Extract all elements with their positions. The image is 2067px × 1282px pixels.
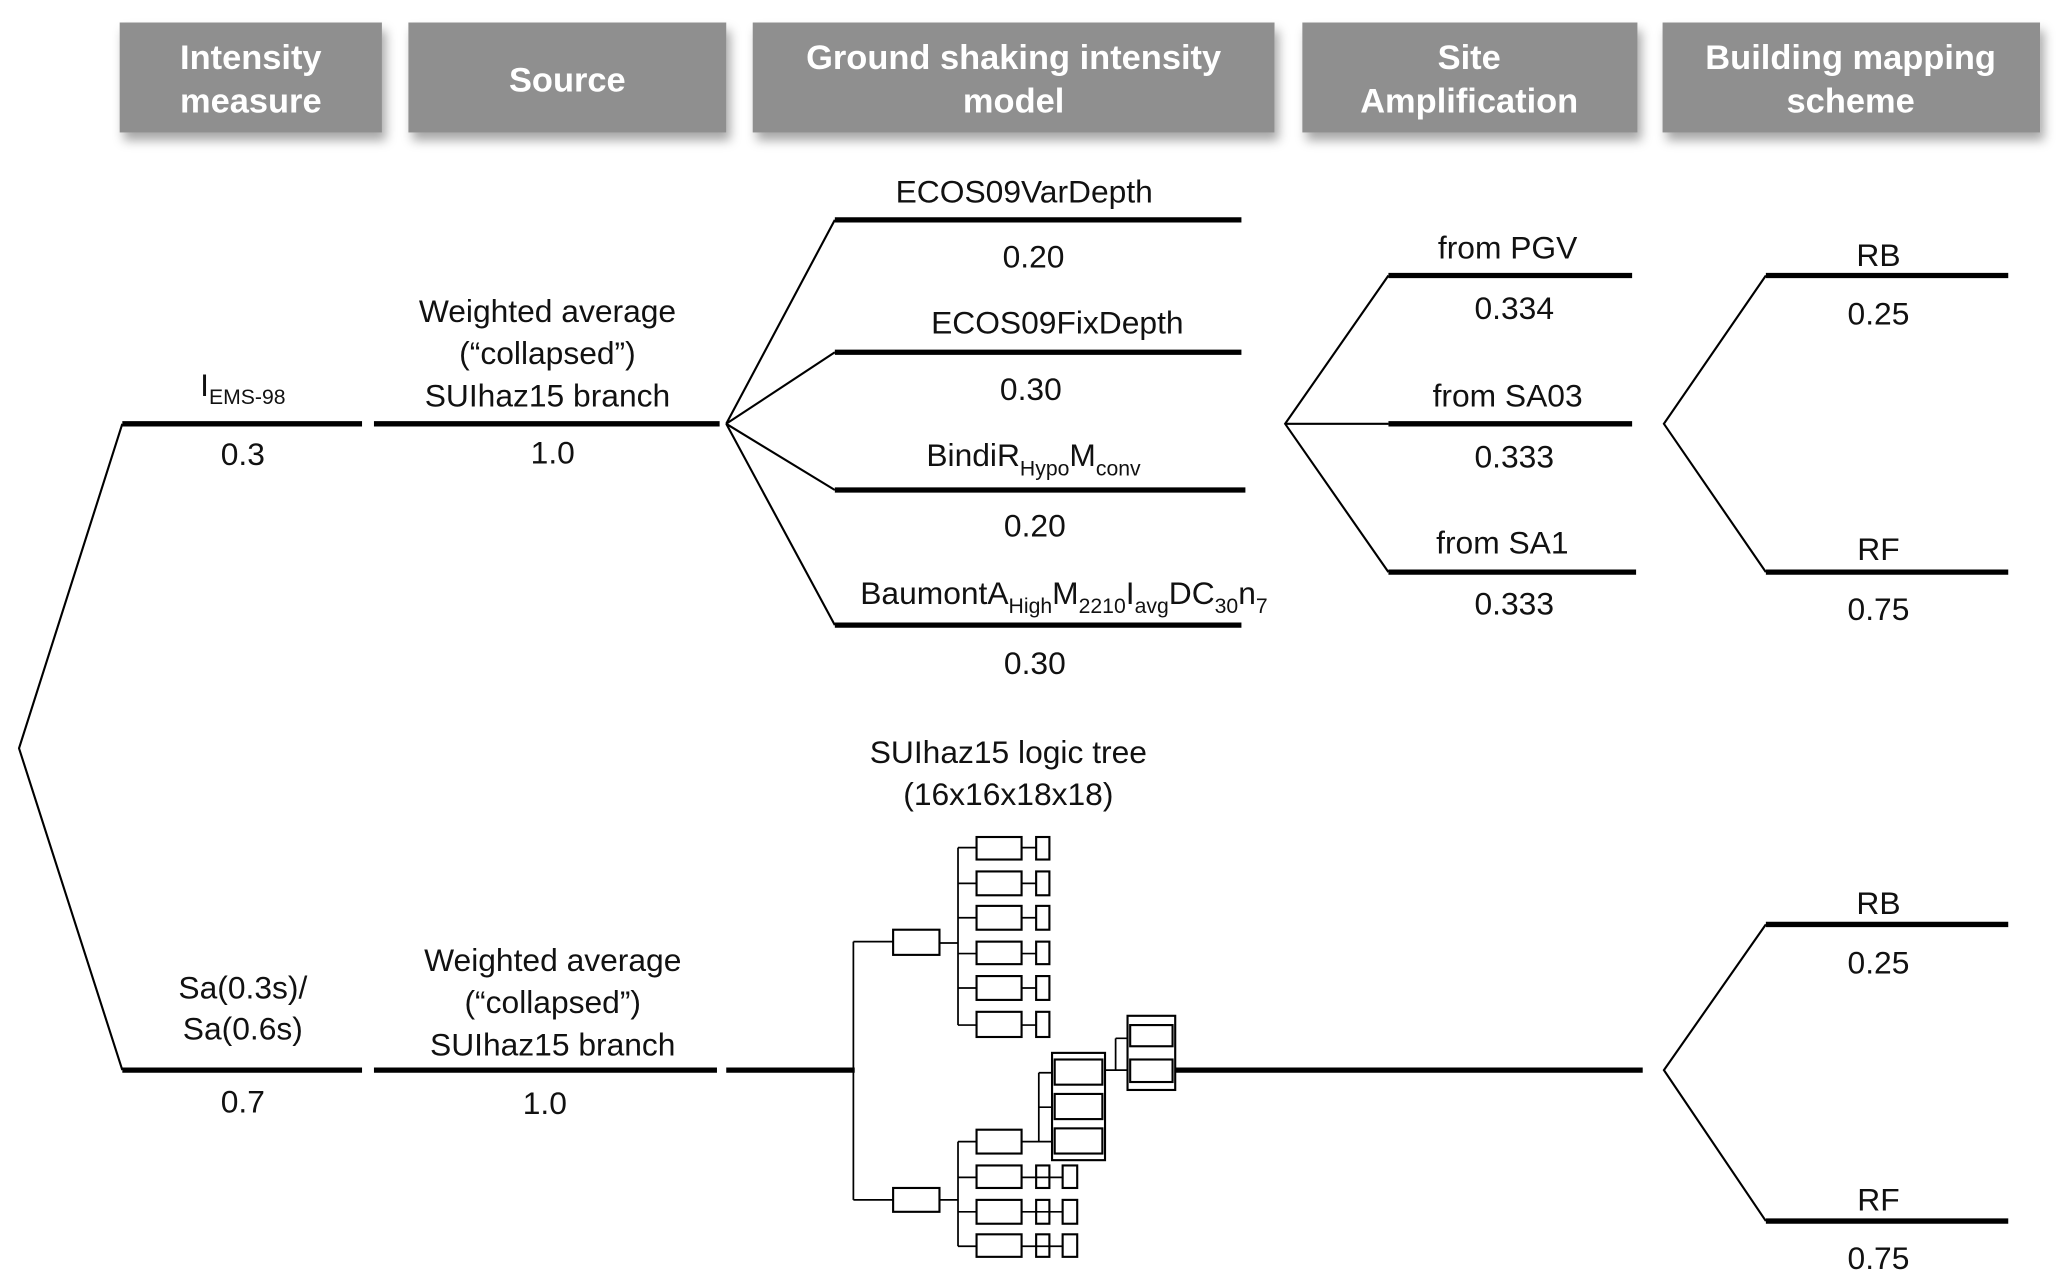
svg-text:RF: RF bbox=[1857, 531, 1899, 567]
suihaz15-mini-tree bbox=[852, 835, 1177, 1258]
branch-from-sa1: from SA1 0.333 bbox=[1388, 525, 1637, 622]
svg-text:Site: Site bbox=[1438, 39, 1501, 77]
svg-text:0.7: 0.7 bbox=[221, 1083, 265, 1119]
svg-text:0.25: 0.25 bbox=[1848, 944, 1910, 980]
svg-text:Building mapping: Building mapping bbox=[1705, 39, 1996, 77]
svg-text:Intensity: Intensity bbox=[180, 39, 322, 77]
branch-from-sa03: from SA03 0.333 bbox=[1388, 378, 1633, 475]
branch-ecos09fixdepth: ECOS09FixDepth 0.30 bbox=[834, 305, 1242, 407]
logic-tree-size: (16x16x18x18) bbox=[903, 776, 1113, 812]
branch-from-pgv: from PGV 0.334 bbox=[1388, 229, 1633, 326]
svg-text:0.20: 0.20 bbox=[1003, 239, 1065, 275]
site-fan bbox=[1283, 274, 1390, 573]
branch-rf-upper: RF 0.75 bbox=[1765, 531, 2009, 627]
branch-source-lower: Weighted average (“collapsed”) SUIhaz15 … bbox=[373, 942, 717, 1121]
svg-text:measure: measure bbox=[180, 83, 322, 121]
svg-text:0.30: 0.30 bbox=[1000, 371, 1062, 407]
svg-text:Source: Source bbox=[509, 61, 626, 99]
branch-bindi: BindiRHypoMconv 0.20 bbox=[834, 437, 1246, 543]
svg-text:(“collapsed”): (“collapsed”) bbox=[459, 335, 636, 371]
svg-text:Sa(0.3s)/: Sa(0.3s)/ bbox=[178, 970, 307, 1006]
svg-text:RB: RB bbox=[1856, 237, 1900, 273]
svg-text:0.30: 0.30 bbox=[1004, 645, 1066, 681]
svg-text:RF: RF bbox=[1857, 1181, 1899, 1217]
svg-text:1.0: 1.0 bbox=[523, 1085, 567, 1121]
svg-text:(“collapsed”): (“collapsed”) bbox=[464, 984, 641, 1020]
mini-upper-column bbox=[958, 835, 1051, 1039]
svg-text:0.75: 0.75 bbox=[1848, 1240, 1910, 1276]
header-source: Source bbox=[408, 22, 727, 133]
svg-text:from PGV: from PGV bbox=[1438, 229, 1578, 265]
building-fan-lower bbox=[1662, 923, 1767, 1222]
header-building-mapping: Building mapping scheme bbox=[1662, 22, 2041, 133]
svg-text:Ground shaking intensity: Ground shaking intensity bbox=[806, 39, 1221, 77]
svg-text:Weighted average: Weighted average bbox=[424, 942, 681, 978]
svg-text:0.3: 0.3 bbox=[221, 436, 265, 472]
svg-text:Amplification: Amplification bbox=[1360, 83, 1578, 121]
header-site-amplification: Site Amplification bbox=[1302, 22, 1638, 133]
mini-lower-column bbox=[958, 1071, 1079, 1258]
logic-tree-title: SUIhaz15 logic tree bbox=[870, 734, 1147, 770]
branch-rb-upper: RB 0.25 bbox=[1765, 237, 2009, 331]
root-fan bbox=[17, 423, 124, 1071]
svg-text:from SA03: from SA03 bbox=[1433, 378, 1583, 414]
header-ground-shaking-model: Ground shaking intensity model bbox=[752, 22, 1275, 133]
branch-sa: Sa(0.3s)/ Sa(0.6s) 0.7 bbox=[122, 970, 363, 1119]
branch-rb-lower: RB 0.25 bbox=[1765, 885, 2009, 980]
svg-text:SUIhaz15 branch: SUIhaz15 branch bbox=[425, 378, 670, 414]
branch-rf-lower: RF 0.75 bbox=[1765, 1181, 2009, 1276]
branch-baumont: BaumontAHighM2210IavgDC30n7 0.30 bbox=[834, 575, 1268, 681]
svg-text:0.333: 0.333 bbox=[1475, 586, 1555, 622]
svg-text:0.25: 0.25 bbox=[1848, 295, 1910, 331]
svg-text:IEMS-98: IEMS-98 bbox=[200, 367, 285, 409]
header-intensity-measure: Intensity measure bbox=[119, 22, 382, 133]
svg-text:model: model bbox=[963, 83, 1064, 121]
svg-text:ECOS09VarDepth: ECOS09VarDepth bbox=[896, 174, 1153, 210]
svg-text:BindiRHypoMconv: BindiRHypoMconv bbox=[926, 437, 1141, 480]
gmpe-fan bbox=[725, 219, 836, 626]
svg-text:ECOS09FixDepth: ECOS09FixDepth bbox=[931, 305, 1183, 341]
svg-text:scheme: scheme bbox=[1787, 83, 1915, 121]
branch-iems98: IEMS-98 0.3 bbox=[122, 367, 363, 472]
branch-ecos09vardepth: ECOS09VarDepth 0.20 bbox=[834, 174, 1242, 275]
branch-source-upper: Weighted average (“collapsed”) SUIhaz15 … bbox=[373, 293, 720, 471]
svg-text:1.0: 1.0 bbox=[531, 435, 575, 471]
svg-text:Sa(0.6s): Sa(0.6s) bbox=[183, 1011, 303, 1047]
svg-text:from SA1: from SA1 bbox=[1436, 525, 1568, 561]
svg-text:0.334: 0.334 bbox=[1475, 290, 1555, 326]
svg-text:0.20: 0.20 bbox=[1004, 507, 1066, 543]
svg-text:Weighted average: Weighted average bbox=[419, 293, 676, 329]
svg-text:BaumontAHighM2210IavgDC30n7: BaumontAHighM2210IavgDC30n7 bbox=[860, 575, 1267, 618]
building-fan-upper bbox=[1662, 274, 1767, 573]
svg-text:RB: RB bbox=[1856, 885, 1900, 921]
svg-text:0.75: 0.75 bbox=[1848, 591, 1910, 627]
svg-text:SUIhaz15 branch: SUIhaz15 branch bbox=[430, 1027, 675, 1063]
svg-text:0.333: 0.333 bbox=[1475, 439, 1555, 475]
